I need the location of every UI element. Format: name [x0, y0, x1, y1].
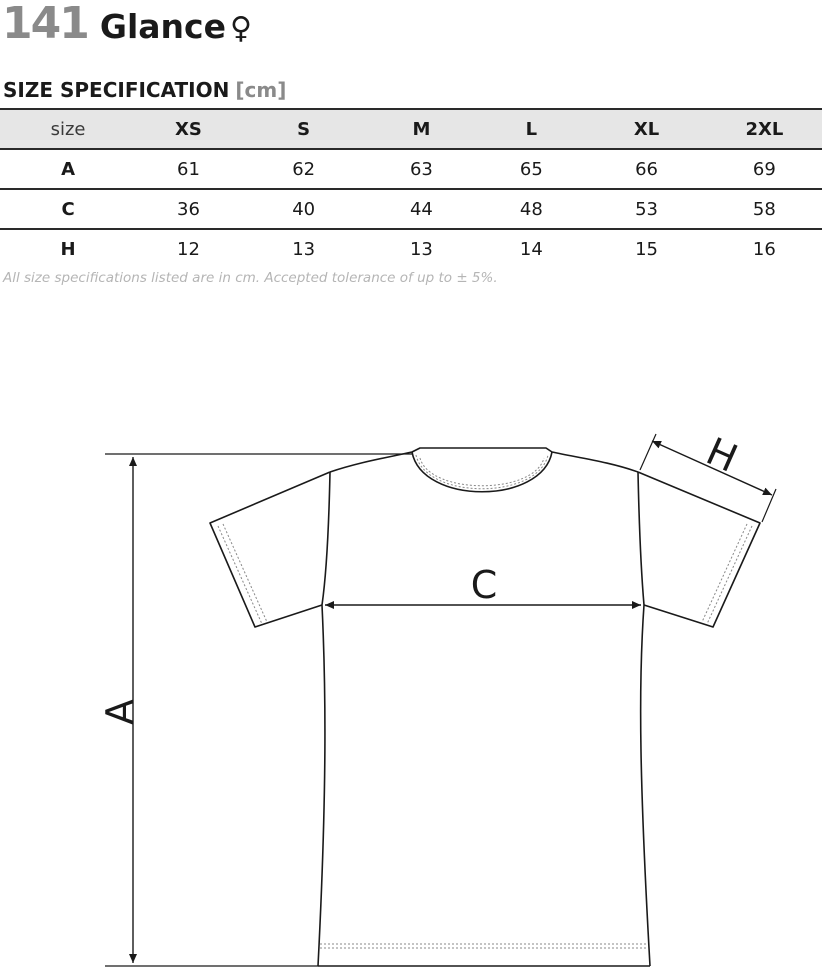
column-header: M	[366, 108, 477, 150]
column-header: S	[240, 108, 367, 150]
table-row: A 61 62 63 65 66 69	[0, 149, 822, 190]
label-a: A	[98, 699, 142, 725]
size-spec-heading: SIZE SPECIFICATION[cm]	[3, 78, 286, 102]
table-cell: 40	[240, 189, 367, 230]
table-cell: 58	[706, 189, 822, 230]
table-cell: 13	[292, 238, 316, 260]
column-header: XL	[586, 108, 707, 150]
table-cell: 53	[586, 189, 707, 230]
measure-h-arrow	[651, 440, 773, 496]
measure-h-ext-1	[639, 433, 657, 471]
table-cell: 62	[240, 149, 367, 190]
table-cell: 13	[409, 238, 433, 260]
table-cell: 65	[476, 149, 587, 190]
measure-c: C	[325, 563, 641, 609]
product-title: 141 Glance ♀	[2, 0, 252, 48]
measure-h-ext-2	[761, 488, 777, 523]
row-label: C	[0, 189, 137, 230]
table-row: C 36 40 44 48 53 58	[0, 189, 822, 230]
label-h: H	[700, 429, 744, 481]
product-code: 141	[2, 0, 90, 49]
female-icon: ♀	[229, 11, 252, 46]
size-spec-title: SIZE SPECIFICATION	[3, 78, 230, 102]
product-name: Glance	[99, 7, 226, 46]
size-table: size XS S M L XL 2XL A 61 62 63 65 66 69…	[0, 108, 822, 268]
table-cell: 14	[519, 238, 543, 260]
stitching	[217, 454, 753, 949]
table-cell: 15	[635, 238, 658, 260]
table-row: H 12 13 13 14 15 16	[0, 229, 822, 268]
tshirt-outline	[209, 447, 761, 967]
table-cell: 69	[706, 149, 822, 190]
table-cell: 63	[366, 149, 477, 190]
size-spec-unit: [cm]	[235, 78, 287, 102]
size-table-header-row: size XS S M L XL 2XL	[0, 108, 822, 150]
table-cell: 44	[366, 189, 477, 230]
table-cell: 16	[752, 238, 776, 260]
column-header: size	[0, 108, 137, 150]
label-c: C	[471, 563, 498, 607]
column-header: XS	[136, 108, 241, 150]
column-header: L	[476, 108, 587, 150]
table-cell: 66	[586, 149, 707, 190]
table-cell: 61	[136, 149, 241, 190]
table-cell: 48	[476, 189, 587, 230]
row-label: H	[60, 238, 76, 260]
measure-a: A	[98, 453, 412, 967]
table-cell: 12	[177, 238, 200, 260]
row-label: A	[0, 149, 137, 190]
table-cell: 36	[136, 189, 241, 230]
tolerance-note: All size specifications listed are in cm…	[3, 270, 498, 286]
column-header: 2XL	[706, 108, 822, 150]
measure-h: H	[639, 429, 777, 523]
